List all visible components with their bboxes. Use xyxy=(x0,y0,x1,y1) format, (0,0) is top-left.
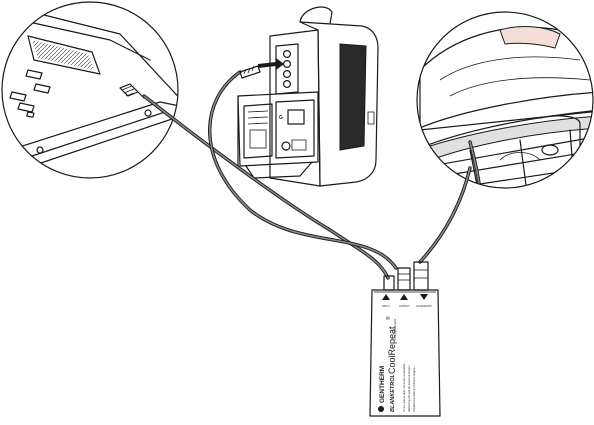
left-detail-circle xyxy=(1,1,179,179)
cable-monitor xyxy=(208,65,398,270)
display-panel xyxy=(27,35,101,75)
small-print-line: incididunt ut labore et dolore magna xyxy=(412,367,416,412)
trademark-symbol: ® xyxy=(385,316,392,320)
coolrepeat-device: INPUT OUTPUT ACCESSORY GENTHERM BLANKETR… xyxy=(369,261,441,417)
monitor-port-module xyxy=(275,43,299,95)
brand-text: GENTHERM xyxy=(379,366,386,403)
port-label-accessory: ACCESSORY xyxy=(416,304,433,308)
side-text: Lorem ipsum dolor xyxy=(393,318,397,340)
gentherm-logo-icon xyxy=(378,406,384,412)
patient-monitor: G xyxy=(237,6,379,187)
down-arrow-icon xyxy=(420,294,428,300)
small-print-line: adipiscing elit sed do eiusmod tempor xyxy=(407,365,411,412)
up-arrow-icon xyxy=(382,294,390,300)
small-print-line: Lorem ipsum dolor sit amet consectetur xyxy=(402,363,406,412)
sub-brand-text: BLANKETROL xyxy=(390,373,396,412)
patient-figure xyxy=(419,26,593,131)
port-label-output: OUTPUT xyxy=(399,304,410,308)
cable-left xyxy=(142,94,390,280)
connector-plug-left xyxy=(119,83,145,99)
cable-right xyxy=(418,166,472,264)
monitor-logo: G xyxy=(279,115,283,121)
product-name: CoolRepeat xyxy=(387,326,397,374)
small-print: Lorem ipsum dolor sit amet consectetur a… xyxy=(402,363,416,412)
monitor-module-right: G xyxy=(275,99,315,159)
right-detail-circle xyxy=(416,11,594,189)
up-arrow-icon xyxy=(400,294,408,300)
control-buttons xyxy=(9,69,51,118)
monitor-module-left xyxy=(243,103,273,159)
port-label-input: INPUT xyxy=(382,304,390,308)
device-connectors xyxy=(383,261,429,291)
connect-arrow-icon xyxy=(258,58,284,70)
